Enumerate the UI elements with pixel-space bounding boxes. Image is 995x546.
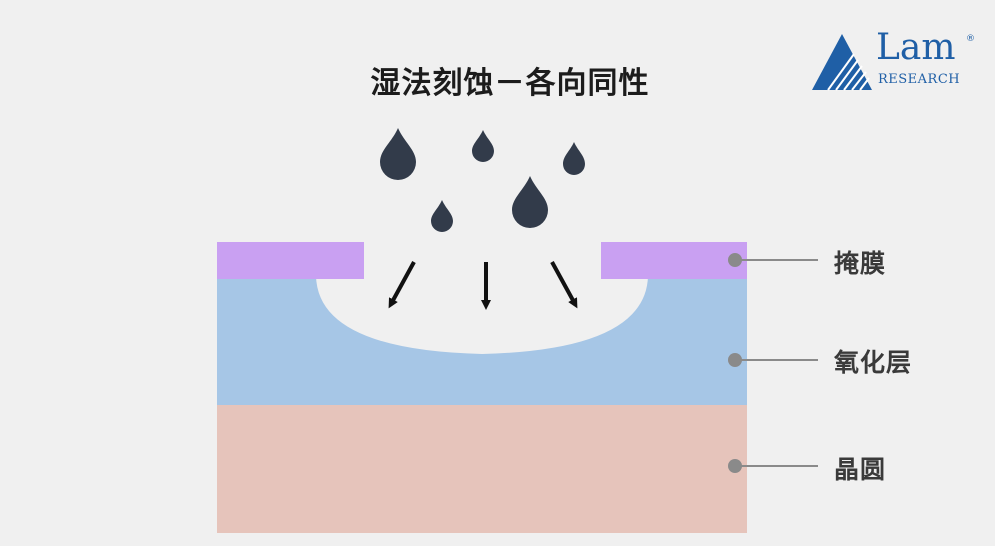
oxide-label: 氧化层 [834,348,913,377]
lam-research-logo: Lam ® RESEARCH [810,28,980,94]
mask-leader-dot [728,253,742,267]
wafer-leader-dot [728,459,742,473]
logo-registered-mark: ® [966,34,975,44]
oxide-leader-dot [728,353,742,367]
etchant-droplet-icon [563,142,585,175]
mask-right [601,242,747,279]
etchant-droplet-icon [380,128,416,180]
mask-left [217,242,364,279]
wafer-layer [217,405,747,533]
wafer-label: 晶圆 [834,455,887,484]
etchant-droplet-icon [472,130,494,162]
page-title: 湿法刻蚀－各向同性 [370,66,650,101]
lam-logo-triangle-icon [812,34,872,91]
mask-label: 掩膜 [834,249,887,278]
etch-arrow-left [388,261,416,309]
logo-subtitle: RESEARCH [878,72,961,87]
logo-wordmark: Lam [876,27,956,68]
etch-arrow-right [550,261,578,309]
etchant-droplet-icon [431,200,453,232]
etchant-droplet-icon [512,176,548,228]
etched-cavity [316,276,648,354]
